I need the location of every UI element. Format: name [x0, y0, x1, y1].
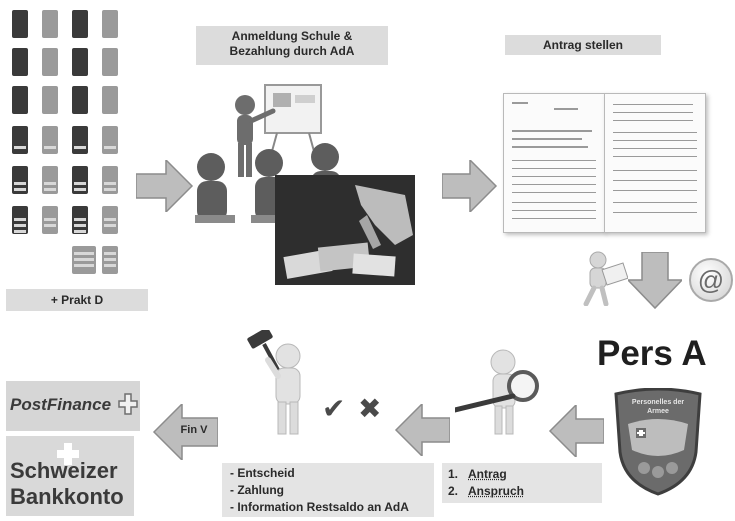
arrow-down-icon	[628, 252, 682, 310]
swiss-cross-icon	[53, 439, 83, 469]
rank-insignia	[72, 246, 96, 274]
payment-money-photo	[275, 175, 415, 285]
anmeldung-label-line1: Anmeldung Schule &	[231, 29, 353, 43]
pruefung-item: 2. Anspruch	[448, 484, 524, 499]
fin-v-label: Fin V	[180, 424, 208, 436]
rank-insignia	[72, 166, 88, 194]
entscheid-item: - Information Restsaldo an AdA	[230, 500, 409, 514]
rank-insignia	[12, 86, 28, 114]
prakt-label: + Prakt D	[6, 289, 148, 311]
pruefung-list: 1. Antrag 2. Anspruch	[442, 463, 602, 503]
check-icon: ✔	[322, 393, 346, 424]
rank-insignia	[72, 48, 88, 76]
arrow-left-icon	[394, 404, 450, 456]
email-icon: @	[689, 258, 733, 302]
rank-insignia	[42, 86, 58, 114]
pruefung-item-text: Anspruch	[468, 484, 525, 498]
arrow-right-icon	[136, 160, 194, 212]
rank-insignia	[42, 166, 58, 194]
personelles-der-armee-emblem: Personelles der Armee	[612, 387, 704, 496]
arrow-left-icon	[548, 405, 604, 457]
rank-insignia	[102, 86, 118, 114]
pruefung-item-text: Antrag	[468, 467, 507, 481]
entscheid-item: - Entscheid	[230, 466, 295, 480]
rank-insignia	[12, 126, 28, 154]
entscheid-item: - Zahlung	[230, 483, 284, 497]
arrow-right-icon	[442, 160, 498, 212]
rank-insignia	[12, 166, 28, 194]
postfinance-text: PostFinance	[10, 395, 112, 414]
pruefung-item-number: 1.	[448, 467, 459, 481]
bank-text-line1: Schweizer	[10, 458, 118, 483]
rank-insignia	[42, 10, 58, 38]
bank-text-line2: Bankkonto	[10, 484, 124, 509]
rank-insignia	[12, 48, 28, 76]
anmeldung-label-line2: Bezahlung durch AdA	[229, 44, 355, 58]
application-form-page-1	[503, 93, 605, 233]
rank-insignia	[102, 246, 118, 274]
rank-insignia	[102, 10, 118, 38]
antrag-label: Antrag stellen	[505, 35, 661, 55]
rank-insignia-grid	[8, 10, 123, 280]
plus-icon	[118, 393, 138, 415]
inspector-magnifier-figure	[452, 342, 545, 442]
pruefung-item: 1. Antrag	[448, 467, 507, 482]
pers-a-title: Pers A	[597, 334, 707, 373]
emblem-text: Personelles der Armee	[631, 399, 685, 415]
rank-insignia	[12, 10, 28, 38]
rank-insignia	[102, 166, 118, 194]
judge-gavel-figure	[242, 327, 322, 440]
application-form-page-2	[604, 93, 706, 233]
rank-insignia	[72, 126, 88, 154]
rank-insignia	[42, 48, 58, 76]
rank-insignia	[102, 126, 118, 154]
rank-insignia	[42, 206, 58, 234]
rank-insignia	[12, 206, 28, 234]
cross-icon: ✖	[358, 393, 382, 424]
rank-insignia	[102, 48, 118, 76]
fin-v-arrow: Fin V	[152, 404, 218, 460]
anmeldung-label: Anmeldung Schule & Bezahlung durch AdA	[196, 26, 388, 65]
rank-insignia	[72, 86, 88, 114]
postfinance-logo: PostFinance	[6, 381, 140, 431]
entscheid-list: - Entscheid - Zahlung - Information Rest…	[222, 463, 434, 517]
email-symbol: @	[697, 265, 725, 295]
schweizer-bankkonto-logo: Schweizer Bankkonto	[6, 436, 134, 516]
rank-insignia	[102, 206, 118, 234]
mail-carrier-figure	[580, 250, 629, 307]
rank-insignia	[42, 126, 58, 154]
pruefung-item-number: 2.	[448, 484, 459, 498]
rank-insignia	[72, 206, 88, 234]
rank-insignia	[72, 10, 88, 38]
